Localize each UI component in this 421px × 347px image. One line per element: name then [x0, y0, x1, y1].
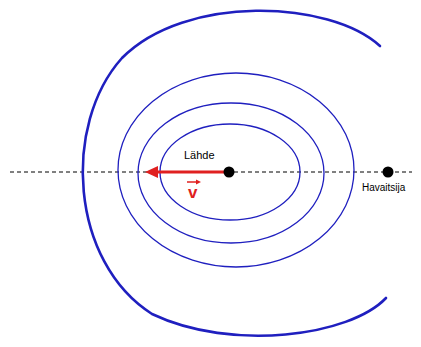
observer-label: Havaitsija: [362, 183, 405, 193]
axis-line: [10, 172, 412, 173]
velocity-arrow: [156, 171, 224, 174]
velocity-arrowhead: [145, 166, 158, 178]
wavefront: [138, 103, 324, 243]
source-dot: [224, 167, 235, 178]
outer-wavefront: [83, 11, 386, 336]
velocity-symbol: v: [188, 184, 197, 201]
wavefront: [118, 73, 354, 267]
observer-dot: [383, 167, 394, 178]
source-label: Lähde: [184, 150, 215, 161]
